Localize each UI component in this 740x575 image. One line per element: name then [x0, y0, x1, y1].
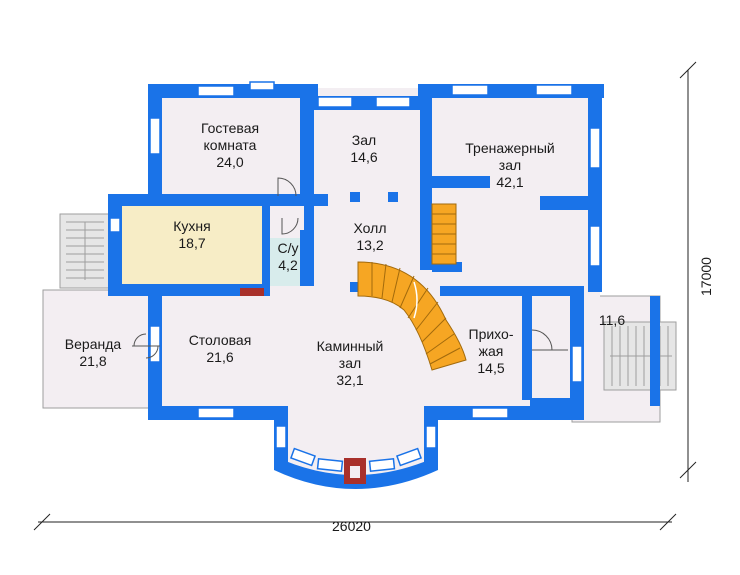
room-guest-area: 24,0: [216, 154, 244, 170]
room-dining: Столовая 21,6: [189, 332, 252, 366]
room-fireplace-hall-area: 32,1: [336, 372, 364, 388]
room-entry-name: Прихо- жая: [468, 326, 514, 359]
room-veranda-name: Веранда: [64, 336, 122, 352]
room-porch: 11,6: [599, 312, 625, 329]
room-hall-top-name: Зал: [351, 132, 377, 148]
room-guest-name: Гостевая комната: [200, 120, 260, 153]
walls: [108, 84, 604, 489]
room-gym-name: Тренажерный зал: [465, 140, 555, 173]
room-veranda: Веранда 21,8: [65, 336, 121, 370]
room-hall-top-area: 14,6: [350, 149, 378, 165]
room-holl-name: Холл: [353, 220, 387, 236]
room-fireplace-hall: Каминный зал 32,1: [317, 338, 384, 389]
main-staircase: [357, 261, 467, 371]
kitchen-floor: [122, 206, 264, 284]
fireplace: [240, 288, 366, 484]
room-veranda-area: 21,8: [79, 353, 107, 369]
room-kitchen-area: 18,7: [178, 235, 206, 251]
room-bath-area: 4,2: [278, 257, 298, 273]
veranda-floor: [42, 289, 156, 409]
room-hall-top: Зал 14,6: [350, 132, 377, 166]
room-bath-name: С/у: [277, 240, 299, 256]
gym-stairs: [431, 203, 457, 265]
room-holl-area: 13,2: [356, 237, 384, 253]
room-kitchen: Кухня 18,7: [173, 218, 210, 252]
windows: [109, 81, 601, 473]
doors: [132, 177, 568, 359]
room-entry: Прихо- жая 14,5: [469, 326, 514, 377]
dimension-width: 26020: [332, 518, 371, 534]
room-kitchen-name: Кухня: [173, 218, 211, 234]
room-porch-area: 11,6: [598, 312, 626, 328]
dimension-lines: [33, 61, 697, 531]
room-entry-area: 14,5: [477, 360, 505, 376]
veranda-stairs: [59, 213, 111, 289]
room-fireplace-hall-name: Каминный зал: [316, 338, 384, 371]
room-guest: Гостевая комната 24,0: [201, 120, 259, 171]
room-dining-area: 21,6: [206, 349, 234, 365]
room-dining-name: Столовая: [188, 332, 252, 348]
room-gym: Тренажерный зал 42,1: [465, 140, 554, 191]
room-gym-area: 42,1: [496, 174, 524, 190]
room-holl: Холл 13,2: [354, 220, 387, 254]
dimension-height: 17000: [698, 257, 714, 296]
room-bath: С/у 4,2: [278, 240, 299, 274]
